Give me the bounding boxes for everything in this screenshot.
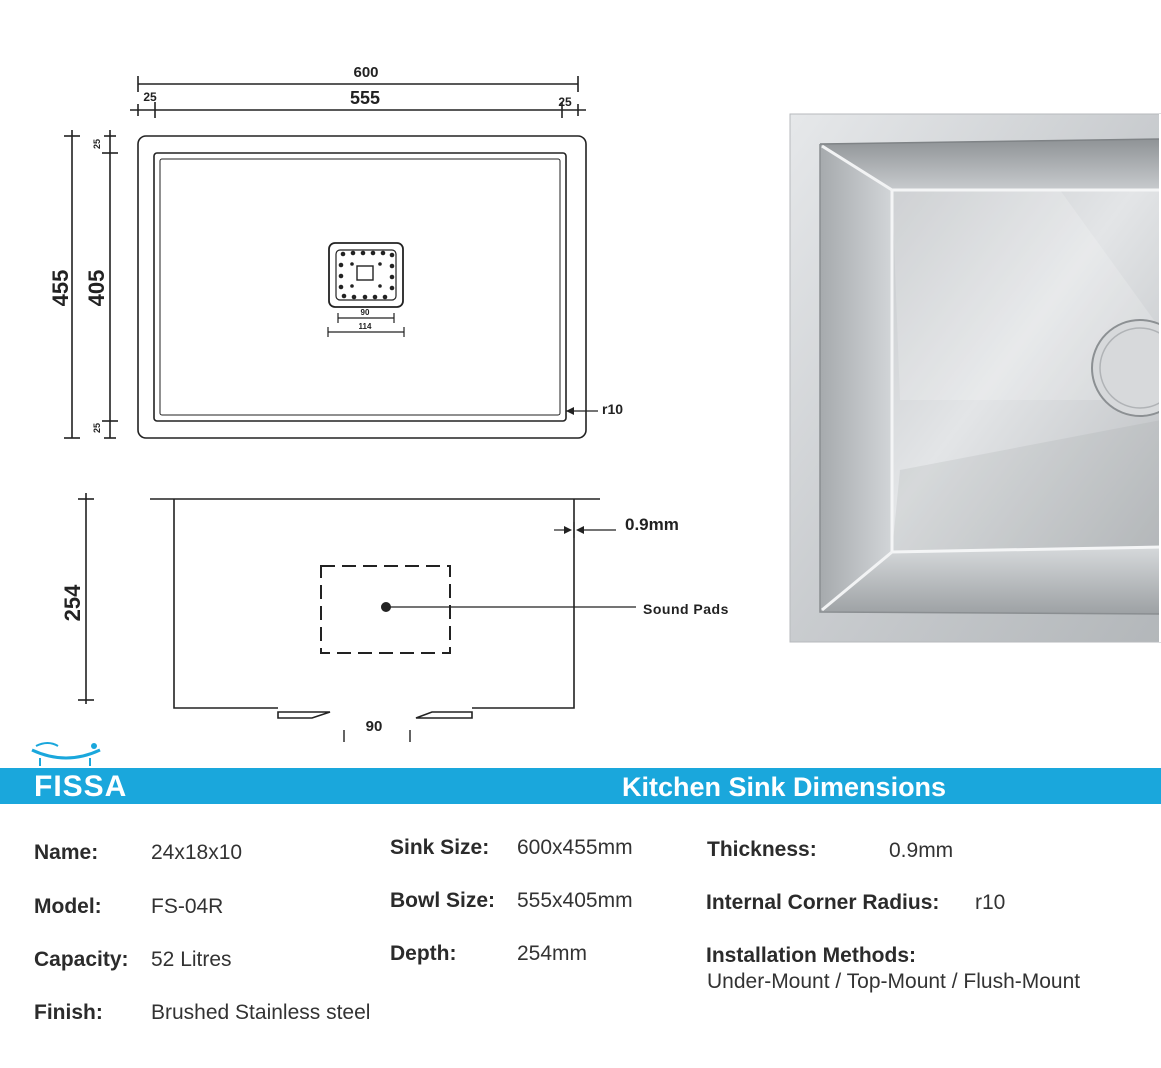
brand-logo-text: FISSA [34,770,128,803]
banner-title: Kitchen Sink Dimensions [622,772,947,802]
side-view [78,493,636,742]
spec-install-label: Installation Methods: [706,944,916,967]
spec-depth-label: Depth: [390,942,457,965]
spec-model-label: Model: [34,895,102,918]
dim-thickness: 0.9mm [625,515,679,534]
spec-capacity-value: 52 Litres [151,948,232,971]
spec-radius-label: Internal Corner Radius: [706,891,940,914]
bathtub-logo-icon [31,742,101,766]
spec-model-value: FS-04R [151,895,224,918]
spec-radius-value: r10 [975,891,1006,914]
dim-drain-inner: 90 [361,308,370,317]
dim-bowl-width: 555 [350,88,380,108]
technical-drawing: 600 555 25 25 455 405 25 25 90 114 r10 [48,64,1161,742]
dim-rim-top: 25 [92,139,102,149]
dim-overall-length: 455 [48,270,73,307]
spec-sink-size-value: 600x455mm [517,836,633,859]
title-banner [0,768,1161,804]
spec-thickness-label: Thickness: [707,838,817,861]
spec-depth-value: 254mm [517,942,588,965]
spec-thickness-value: 0.9mm [889,839,954,862]
spec-install-value: Under-Mount / Top-Mount / Flush-Mount [707,970,1081,993]
spec-bowl-size-value: 555x405mm [517,889,633,912]
dim-bowl-length: 405 [84,270,109,307]
dim-drain-outer: 114 [359,322,372,331]
top-view [64,76,598,439]
sound-pads-label: Sound Pads [643,601,729,617]
drain-holes [338,250,395,300]
top-view-labels: 600 555 25 25 455 405 25 25 90 114 r10 [48,64,623,433]
sink-photo [789,113,1161,643]
dim-overall-width: 600 [353,64,378,81]
dim-rim-bottom: 25 [92,423,102,433]
dim-rim-right: 25 [558,95,572,109]
spec-capacity-label: Capacity: [34,948,129,971]
spec-finish-label: Finish: [34,1001,103,1024]
dim-corner-radius: r10 [602,401,623,417]
spec-finish-value: Brushed Stainless steel [151,1001,371,1024]
dim-depth: 254 [60,584,85,621]
dim-drain-width: 90 [366,718,383,735]
dim-rim-left: 25 [143,90,157,104]
spec-sink-size-label: Sink Size: [390,836,490,859]
spec-bowl-size-label: Bowl Size: [390,889,496,912]
spec-name-label: Name: [34,841,99,864]
side-view-labels: 254 0.9mm Sound Pads 90 [60,515,729,735]
spec-name-value: 24x18x10 [151,841,243,864]
